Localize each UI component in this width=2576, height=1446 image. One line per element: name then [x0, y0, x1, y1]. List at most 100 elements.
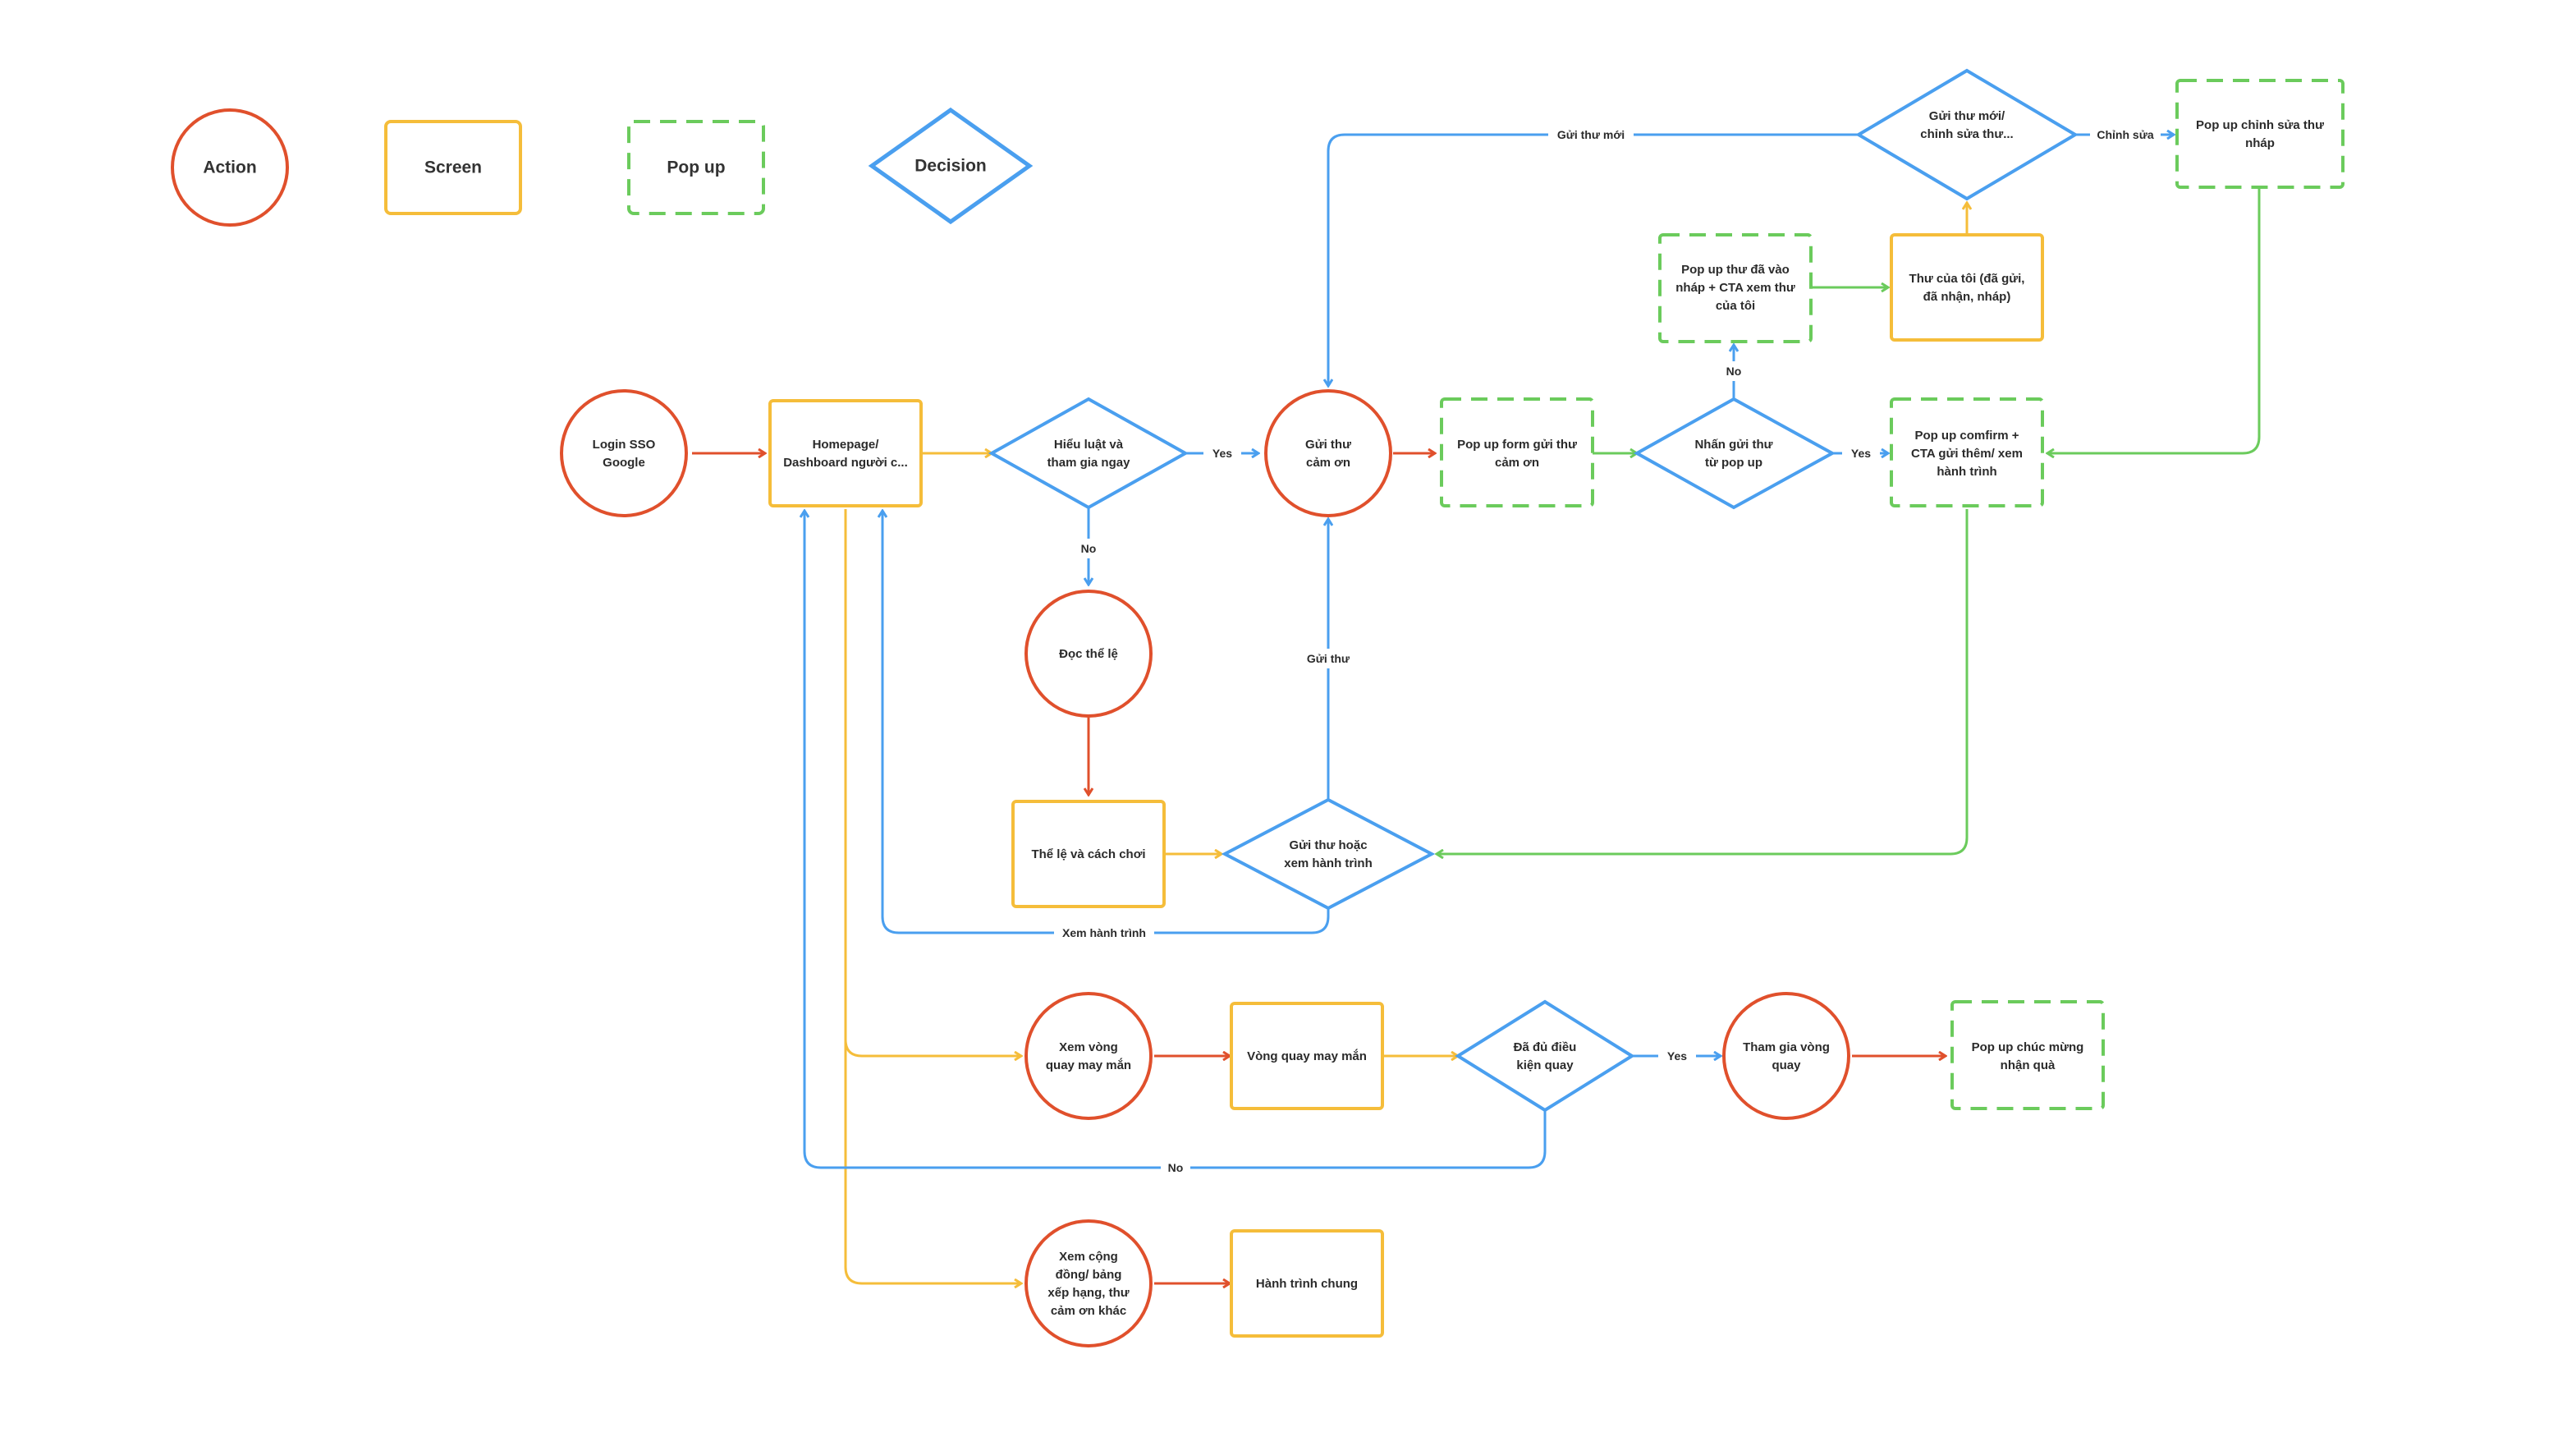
- edge-da-du-homepage: [804, 511, 1547, 1169]
- legend: Action Screen Pop up Decision: [171, 107, 1034, 227]
- node-login-sso-google: [560, 389, 688, 517]
- node-label-line: Pop up comfirm +: [1914, 429, 2019, 443]
- node-login-label: Login SSO Google: [593, 438, 656, 470]
- node-label-line: nháp + CTA xem thư: [1675, 281, 1795, 295]
- node-da-du-dieu-kien-decision: [1455, 999, 1635, 1113]
- node-label-line: kiện quay: [1516, 1058, 1574, 1072]
- node-label-line: Xem vòng: [1059, 1040, 1118, 1054]
- edge-label-yes: Yes: [1212, 447, 1232, 460]
- node-label-line: Hành trình chung: [1256, 1277, 1358, 1291]
- edge-label-no: No: [1168, 1161, 1184, 1174]
- node-tham-gia-label: Tham gia vòng quay: [1743, 1040, 1830, 1072]
- node-label-line: cảm ơn khác: [1051, 1304, 1126, 1318]
- node-hieu-luat-decision: [988, 397, 1189, 510]
- node-label-line: Homepage/: [813, 438, 880, 452]
- node-gui-thu-cam-on-label: Gửi thư cảm ơn: [1305, 438, 1351, 470]
- node-thu-cua-toi-label: Thư của tôi (đã gửi, đã nhận, nháp): [1909, 272, 2025, 304]
- legend-action-label: Action: [203, 158, 256, 177]
- node-gui-thu-moi-decision: [1855, 68, 2079, 201]
- node-label-line: Xem cộng: [1059, 1250, 1118, 1264]
- node-label-line: nhận quà: [2001, 1058, 2056, 1072]
- node-label-line: Gửi thư mới/: [1929, 109, 2005, 123]
- node-label-line: Pop up thư đã vào: [1681, 263, 1790, 277]
- node-gui-thu-hoac-decision: [1221, 797, 1436, 911]
- node-label-line: quay may mắn: [1046, 1058, 1131, 1072]
- node-thu-cua-toi: [1890, 233, 2044, 342]
- edge-label-gui-thu: Gửi thư: [1307, 652, 1350, 665]
- node-label-line: hành trình: [1937, 465, 1996, 479]
- edge-confirm-gui-thu-hoac: [1437, 509, 1969, 854]
- node-label-line: cảm ơn: [1306, 456, 1350, 470]
- node-label-line: Dashboard người c...: [783, 456, 908, 470]
- node-popup-thu-vao-nhap: [1658, 233, 1813, 343]
- node-vong-quay-may-man: [1230, 1002, 1384, 1110]
- node-the-le-label: Thể lệ và cách chơi: [1031, 847, 1145, 861]
- node-popup-confirm: [1890, 397, 2044, 507]
- node-xem-cong-dong: [1024, 1219, 1153, 1347]
- node-label-line: từ pop up: [1705, 456, 1762, 470]
- node-label-line: CTA gửi thêm/ xem: [1911, 447, 2023, 461]
- node-popup-form-gui-thu: [1440, 397, 1594, 507]
- node-label-line: Đọc thể lệ: [1059, 647, 1118, 661]
- node-label-line: Nhấn gửi thư: [1694, 438, 1772, 452]
- legend-action-shape: [171, 108, 289, 227]
- node-xem-vong-quay-label: Xem vòng quay may mắn: [1046, 1040, 1131, 1072]
- node-label-line: Gửi thư: [1305, 438, 1351, 452]
- node-doc-the-le: [1024, 590, 1153, 718]
- edge-homepage-xem-vong-quay: [844, 509, 1021, 1056]
- node-label-line: quay: [1772, 1058, 1801, 1072]
- node-popup-confirm-label: Pop up comfirm + CTA gửi thêm/ xem hành tr…: [1911, 429, 2023, 479]
- edge-label-yes: Yes: [1667, 1049, 1687, 1063]
- legend-popup-label: Pop up: [667, 158, 725, 177]
- node-popup-chinh-sua-thu-nhap: [2175, 79, 2345, 189]
- node-label-line: chỉnh sửa thư...: [1920, 127, 2013, 141]
- node-label-line: Gửi thư hoặc: [1289, 838, 1367, 852]
- edge-gui-moi-gui-thu: [1328, 133, 1859, 386]
- legend-decision-label: Decision: [914, 157, 987, 176]
- legend-screen-label: Screen: [424, 158, 482, 177]
- node-doc-the-le-label: Đọc thể lệ: [1059, 647, 1118, 661]
- node-label-line: xếp hạng, thư: [1047, 1286, 1129, 1300]
- node-label-line: Login SSO: [593, 438, 656, 452]
- edge-label-no: No: [1081, 542, 1097, 555]
- node-label-line: nháp: [2245, 136, 2275, 150]
- node-label-line: Thư của tôi (đã gửi,: [1909, 272, 2025, 286]
- node-label-line: Pop up chúc mừng: [1972, 1040, 2084, 1054]
- node-label-line: cảm ơn: [1495, 456, 1539, 470]
- node-hanh-trinh-chung: [1230, 1229, 1384, 1338]
- legend-decision-shape: [868, 107, 1034, 225]
- node-label-line: Pop up form gửi thư: [1457, 438, 1577, 452]
- edge-label-gui-thu-moi: Gửi thư mới: [1557, 128, 1625, 141]
- node-label-line: Thể lệ và cách chơi: [1031, 847, 1145, 861]
- node-popup-chuc-mung-label: Pop up chúc mừng nhận quà: [1972, 1040, 2084, 1072]
- node-label-line: đã nhận, nháp): [1923, 290, 2011, 304]
- node-da-du-label: Đã đủ điều kiện quay: [1514, 1040, 1577, 1072]
- node-xem-vong-quay: [1024, 992, 1153, 1120]
- edge-chinh-sua-confirm: [2047, 189, 2261, 453]
- node-label-line: Pop up chỉnh sửa thư: [2196, 118, 2324, 132]
- node-label-line: xem hành trình: [1284, 856, 1373, 870]
- node-popup-chuc-mung: [1950, 1000, 2105, 1110]
- node-gui-thu-hoac-label: Gửi thư hoặc xem hành trình: [1284, 838, 1373, 870]
- node-the-le-va-cach-choi: [1011, 800, 1166, 908]
- node-label-line: Đã đủ điều: [1514, 1040, 1577, 1054]
- node-vong-quay-label: Vòng quay may mắn: [1247, 1049, 1367, 1063]
- edge-label-chinh-sua: Chỉnh sửa: [2097, 128, 2153, 141]
- node-nhan-gui-label: Nhấn gửi thư từ pop up: [1694, 438, 1772, 470]
- node-tham-gia-vong-quay: [1722, 992, 1850, 1120]
- node-homepage-label: Homepage/Dashboard người c...: [783, 438, 908, 470]
- node-gui-thu-cam-on: [1264, 389, 1392, 517]
- edge-label-yes: Yes: [1851, 447, 1871, 460]
- legend-popup-shape: [627, 120, 765, 215]
- node-label-line: Tham gia vòng: [1743, 1040, 1830, 1054]
- edge-label-no: No: [1726, 365, 1742, 378]
- legend-screen-shape: [384, 120, 522, 215]
- node-label-line: của tôi: [1716, 299, 1755, 313]
- node-gui-thu-moi-label: Gửi thư mới/chỉnh sửa thư...: [1920, 109, 2013, 141]
- edge-label-xem-hanh-trinh: Xem hành trình: [1062, 926, 1146, 939]
- node-label-line: tham gia ngay: [1047, 456, 1131, 470]
- node-label-line: Google: [603, 456, 645, 470]
